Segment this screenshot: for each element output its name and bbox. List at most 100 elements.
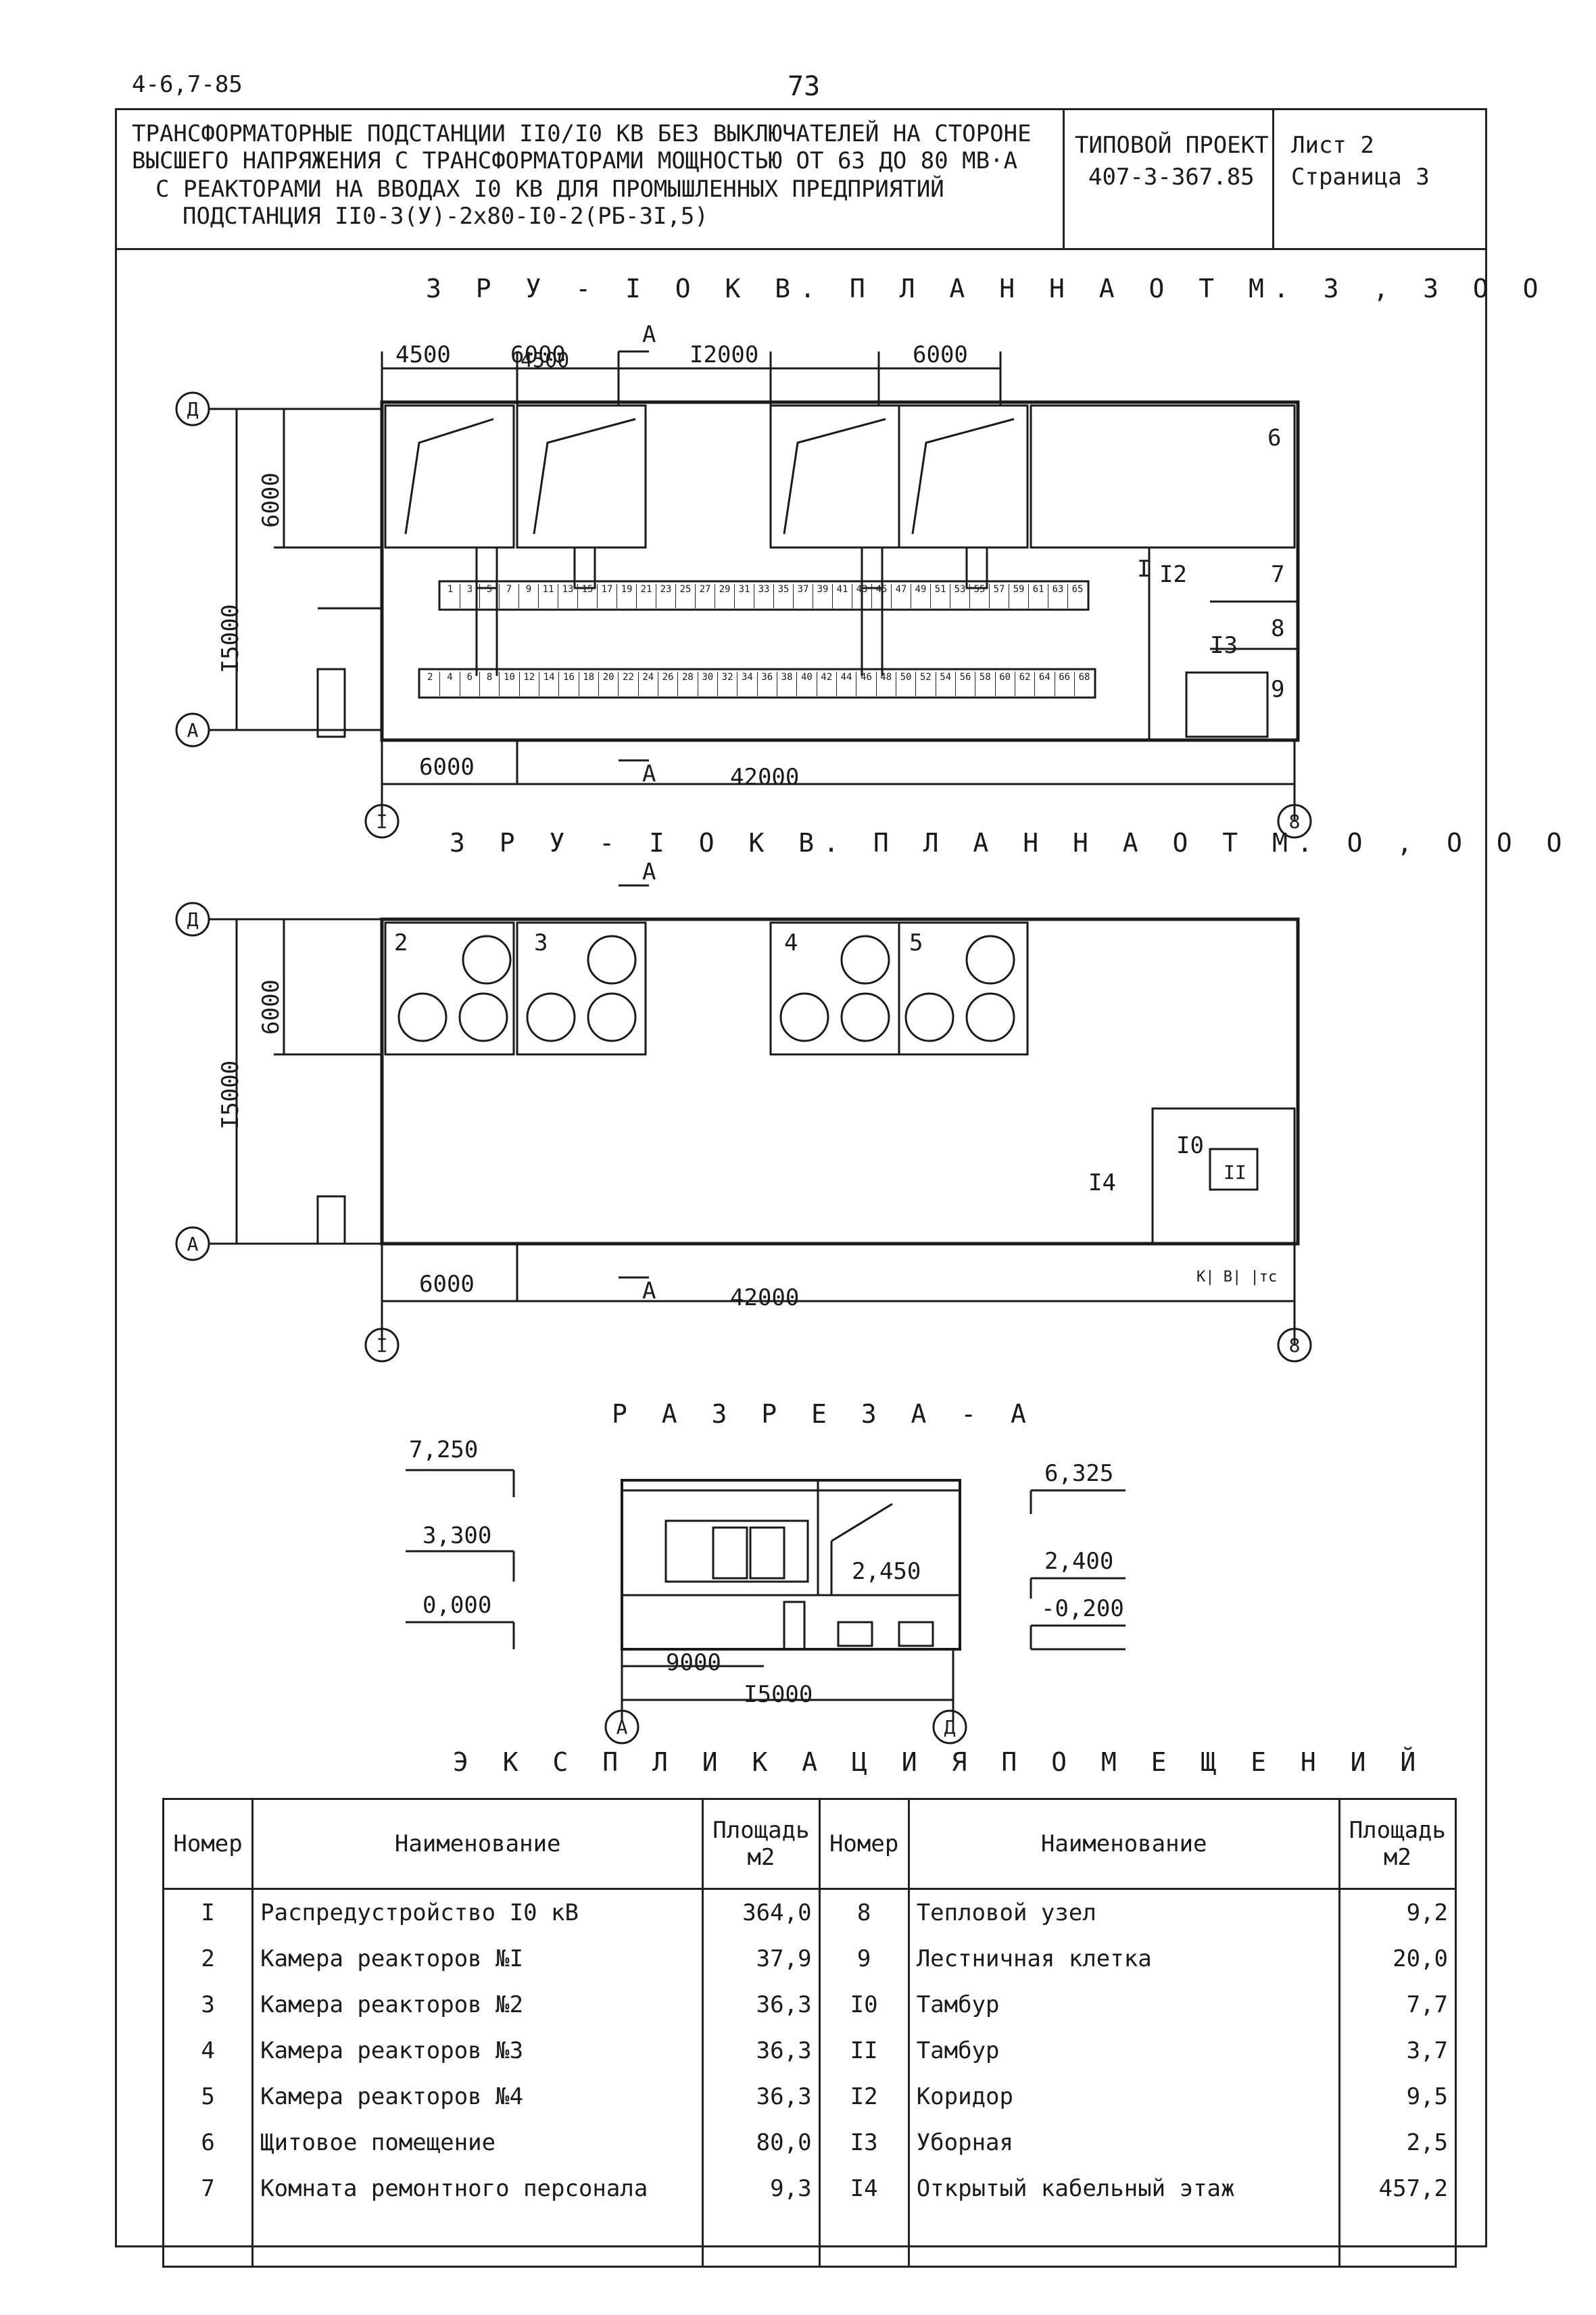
row-name: Камера реакторов №I: [251, 1936, 704, 1982]
level-minus-0200: -0,200: [1041, 1595, 1124, 1622]
cell-label: 1: [441, 584, 460, 608]
room-label-2: 2: [394, 929, 408, 956]
plan-lower-dim-bay: 6000: [419, 1271, 475, 1298]
cell-label: 4: [440, 672, 460, 696]
level-2450: 2,450: [852, 1558, 921, 1585]
room-label-14: I4: [1088, 1169, 1116, 1196]
cell-label: 60: [996, 672, 1015, 696]
cell-label: 65: [1071, 584, 1084, 595]
cell-label: 18: [579, 672, 599, 696]
plan-lower-section-mark-bottom: А: [642, 1277, 656, 1305]
row-name: Тамбур: [907, 2028, 1340, 2074]
row-name: Камера реакторов №2: [251, 1982, 704, 2028]
cell-label: 28: [678, 672, 698, 696]
cell-label: 42: [817, 672, 837, 696]
row-number: 2: [162, 1936, 254, 1982]
table-row: 2 Камера реакторов №I 37,9 9 Лестничная …: [162, 1936, 1457, 1982]
cell-label: 56: [956, 672, 976, 696]
svg-text:А: А: [187, 719, 199, 741]
plan-upper-dim-1: 4500: [521, 349, 569, 372]
plan-upper-section-mark-top: А: [642, 321, 656, 348]
cell-label: 66: [1055, 672, 1075, 696]
level-7250: 7,250: [409, 1436, 479, 1463]
title-block: ТРАНСФОРМАТОРНЫЕ ПОДСТАНЦИИ II0/I0 КВ БЕ…: [115, 108, 1487, 250]
row-number: I4: [818, 2166, 910, 2212]
row-name: Камера реакторов №3: [251, 2028, 704, 2074]
header-number-2: Номер: [818, 1798, 910, 1890]
row-name: Тамбур: [907, 1982, 1340, 2028]
row-number: 7: [162, 2166, 254, 2212]
table-header-row: Номер Наименование Площадь м2 Номер Наим…: [162, 1798, 1457, 1890]
title-line-3: С РЕАКТОРАМИ НА ВВОДАХ I0 КВ ДЛЯ ПРОМЫШЛ…: [155, 176, 944, 203]
table-row: 6 Щитовое помещение 80,0 I3 Уборная 2,5: [162, 2120, 1457, 2166]
cell-label: 7: [500, 584, 519, 608]
section-dim-15000: I5000: [744, 1681, 813, 1708]
cell-label: 19: [617, 584, 637, 608]
row-number: 9: [818, 1936, 910, 1982]
plan-upper: [175, 350, 1312, 839]
cell-label: 43: [852, 584, 872, 608]
cell-label: 22: [619, 672, 639, 696]
table-row: 3 Камера реакторов №2 36,3 I0 Тамбур 7,7: [162, 1982, 1457, 2028]
level-2400: 2,400: [1044, 1548, 1114, 1575]
page-number: 73: [788, 71, 821, 102]
plan-upper-dim-6000-b: 6000: [913, 341, 968, 368]
header-name-1: Наименование: [251, 1798, 704, 1890]
row-name: Коридор: [907, 2074, 1340, 2120]
cell-label: 46: [856, 672, 877, 696]
cell-label: 10: [500, 672, 520, 696]
cell-label: 57: [990, 584, 1009, 608]
row-name: Камера реакторов №4: [251, 2074, 704, 2120]
cell-label: 30: [698, 672, 718, 696]
cell-label: 38: [777, 672, 798, 696]
plan-lower-dim-left-inner: 6000: [257, 979, 285, 1035]
header-name-2: Наименование: [907, 1798, 1340, 1890]
header-area-2: Площадь м2: [1338, 1798, 1457, 1890]
room-label-4: 4: [784, 929, 798, 956]
row-area: 9,5: [1338, 2074, 1457, 2120]
cell-label: 59: [1009, 584, 1029, 608]
svg-text:Д: Д: [187, 398, 199, 420]
row-number: 5: [162, 2074, 254, 2120]
plan-upper-dim-left-inner: 6000: [257, 472, 285, 528]
page-label: Страница 3: [1291, 164, 1430, 191]
cell-label: 13: [558, 584, 578, 608]
cell-label: 51: [931, 584, 950, 608]
switchgear-row-even: 2 4 6 8 10 12 14 16 18 20 22 24 26 28 30…: [420, 672, 1094, 696]
row-area: 36,3: [702, 2028, 821, 2074]
switchgear-row-odd: 1 3 5 7 9 11 13 15 17 19 21 23 25 27 29 …: [441, 584, 1087, 608]
sheet-cell: Лист 2 Страница 3: [1274, 108, 1485, 248]
cell-label: 36: [758, 672, 777, 696]
row-name: Щитовое помещение: [251, 2120, 704, 2166]
explication-title: Э К С П Л И К А Ц И Я П О М Е Щ Е Н И Й: [453, 1747, 1426, 1777]
cell-label: 26: [658, 672, 679, 696]
row-number: 3: [162, 1982, 254, 2028]
cell-label: 6: [460, 672, 480, 696]
project-cell: ТИПОВОЙ ПРОЕКТ 407-3-367.85: [1065, 108, 1274, 248]
cell-label: 8: [480, 672, 500, 696]
room-label-3: 3: [534, 929, 548, 956]
cell-label: 16: [559, 672, 579, 696]
room-label-5: 5: [909, 929, 923, 956]
cell-label: 23: [656, 584, 676, 608]
sheet-label: Лист 2: [1291, 132, 1374, 159]
plan-upper-dim-6000-a: 6000: [510, 341, 566, 368]
table-row: 7 Комната ремонтного персонала 9,3 I4 От…: [162, 2166, 1457, 2212]
section-title: Р А З Р Е З А - А: [612, 1399, 1036, 1429]
cell-label: 48: [877, 672, 896, 696]
row-number: 8: [818, 1888, 910, 1936]
row-area: 3,7: [1338, 2028, 1457, 2074]
header-number-1: Номер: [162, 1798, 254, 1890]
title-line-1: ТРАНСФОРМАТОРНЫЕ ПОДСТАНЦИИ II0/I0 КВ БЕ…: [132, 120, 1032, 147]
cell-label: 34: [737, 672, 758, 696]
plan-upper-dim-bay: 6000: [419, 754, 475, 781]
row-area: 9,3: [702, 2166, 821, 2212]
svg-text:8: 8: [1289, 810, 1301, 833]
row-name: Уборная: [907, 2120, 1340, 2166]
cell-label: 37: [794, 584, 813, 608]
cell-label: 50: [896, 672, 917, 696]
row-area: 2,5: [1338, 2120, 1457, 2166]
row-number: 4: [162, 2028, 254, 2074]
row-number: I3: [818, 2120, 910, 2166]
row-area: 36,3: [702, 1982, 821, 2028]
